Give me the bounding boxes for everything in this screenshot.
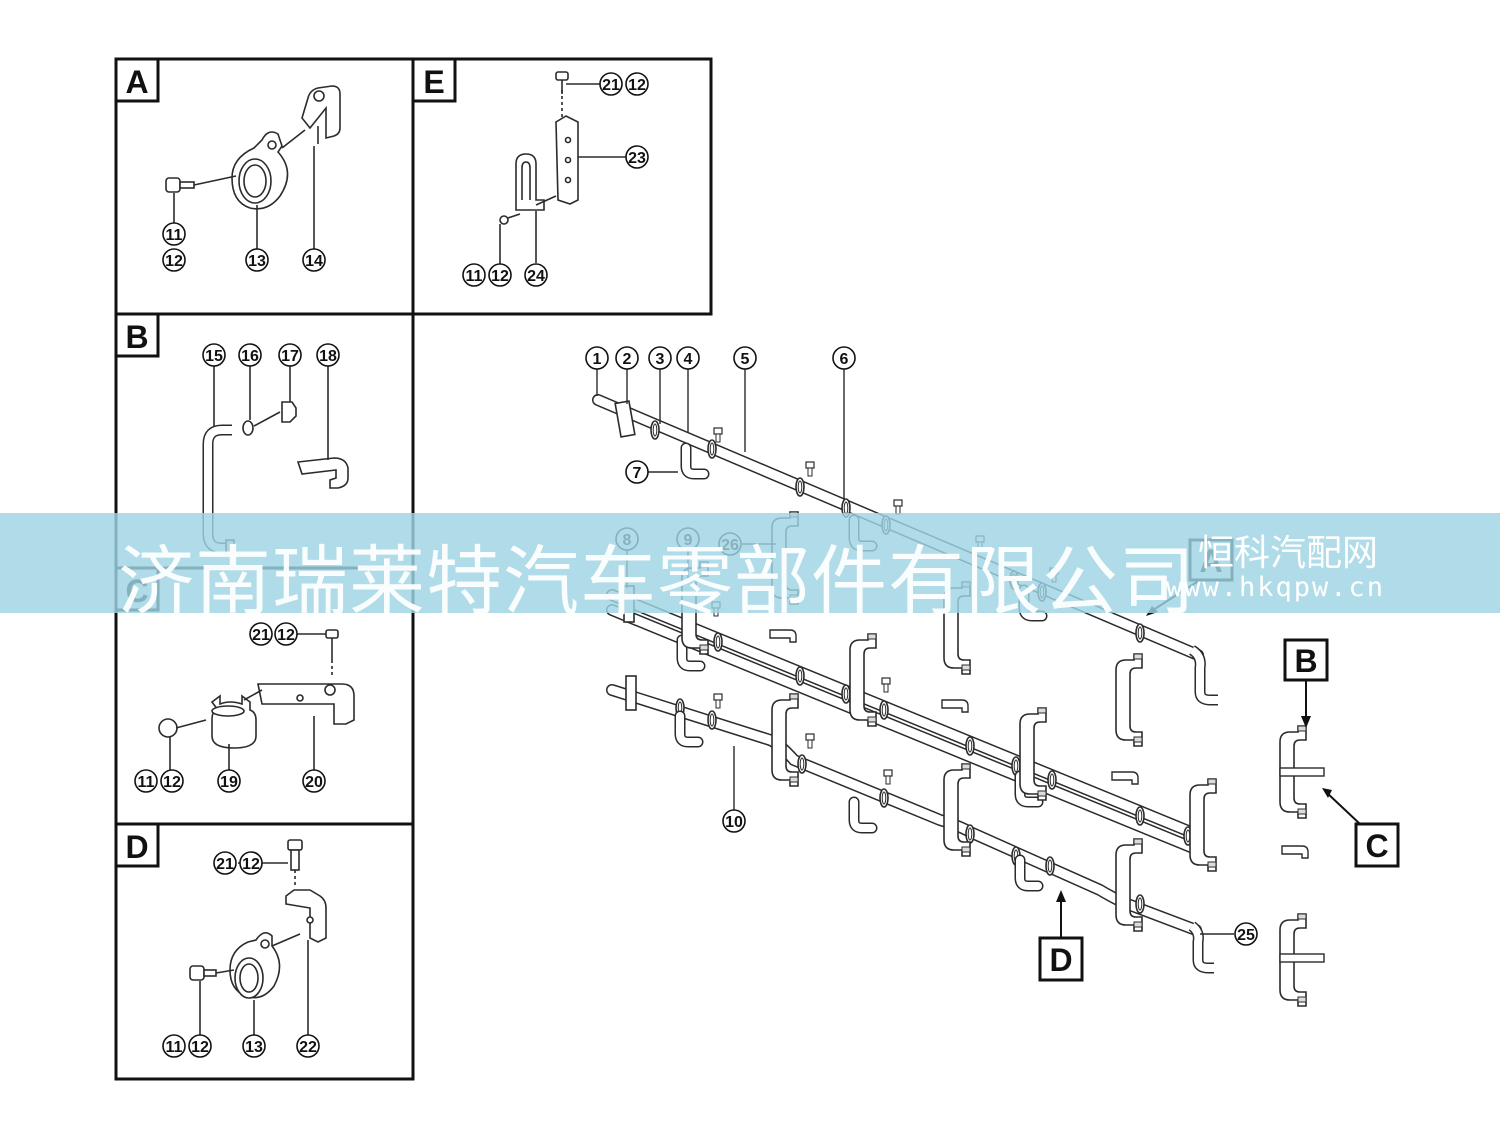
panel-letter: D bbox=[125, 829, 148, 865]
svg-text:13: 13 bbox=[245, 1039, 263, 1056]
svg-text:7: 7 bbox=[633, 465, 642, 482]
panel-label-d: D bbox=[114, 822, 160, 868]
callout: 21 bbox=[599, 72, 623, 96]
svg-text:21: 21 bbox=[252, 627, 270, 644]
svg-text:15: 15 bbox=[205, 348, 223, 365]
detail-flag-d: D bbox=[1038, 890, 1084, 982]
svg-text:16: 16 bbox=[241, 348, 259, 365]
svg-text:23: 23 bbox=[628, 150, 646, 167]
callout: 2 bbox=[615, 346, 639, 370]
callout: 12 bbox=[162, 248, 186, 272]
svg-text:3: 3 bbox=[656, 351, 665, 368]
callout: 10 bbox=[722, 809, 746, 833]
svg-text:24: 24 bbox=[527, 268, 545, 285]
callout: 12 bbox=[239, 851, 263, 875]
svg-text:12: 12 bbox=[191, 1039, 209, 1056]
detail-assembly-b-c bbox=[1279, 725, 1325, 819]
svg-text:C: C bbox=[1365, 828, 1388, 864]
callout: 21 bbox=[213, 851, 237, 875]
svg-text:12: 12 bbox=[165, 253, 183, 270]
panel-label-e: E bbox=[411, 57, 457, 103]
callout: 11 bbox=[462, 263, 486, 287]
callout: 22 bbox=[296, 1034, 320, 1058]
svg-text:12: 12 bbox=[163, 774, 181, 791]
svg-text:12: 12 bbox=[277, 627, 295, 644]
callout: 24 bbox=[524, 263, 548, 287]
svg-text:20: 20 bbox=[305, 774, 323, 791]
callout: 13 bbox=[245, 248, 269, 272]
callout: 13 bbox=[242, 1034, 266, 1058]
callout: 17 bbox=[278, 343, 302, 367]
panel-label-a: A bbox=[114, 57, 160, 103]
panel-e-parts bbox=[499, 71, 626, 265]
callout: 7 bbox=[625, 460, 649, 484]
svg-text:12: 12 bbox=[242, 856, 260, 873]
svg-text:11: 11 bbox=[166, 227, 183, 244]
svg-text:10: 10 bbox=[725, 814, 743, 831]
callout: 18 bbox=[316, 343, 340, 367]
svg-text:12: 12 bbox=[491, 268, 509, 285]
panel-letter: A bbox=[125, 64, 148, 100]
callout: 15 bbox=[202, 343, 226, 367]
svg-text:D: D bbox=[1049, 942, 1072, 978]
svg-text:18: 18 bbox=[319, 348, 337, 365]
callout: 25 bbox=[1234, 922, 1258, 946]
callout: 21 bbox=[249, 622, 273, 646]
panel-d-parts bbox=[189, 839, 327, 1036]
callout: 11 bbox=[162, 222, 186, 246]
svg-text:21: 21 bbox=[602, 77, 620, 94]
svg-text:B: B bbox=[1294, 643, 1317, 679]
panel-a-parts bbox=[165, 85, 341, 249]
detail-flag-c: C bbox=[1322, 788, 1400, 868]
svg-text:21: 21 bbox=[216, 856, 234, 873]
callout: 19 bbox=[217, 769, 241, 793]
watermark-url: www.hkqpw.cn bbox=[1166, 572, 1386, 603]
callout: 14 bbox=[302, 248, 326, 272]
callout: 4 bbox=[676, 346, 700, 370]
callout: 3 bbox=[648, 346, 672, 370]
fuel-rail-middle bbox=[606, 585, 1204, 856]
svg-text:17: 17 bbox=[281, 348, 299, 365]
detail-flag-b: B bbox=[1283, 638, 1329, 728]
detail-assembly-lower bbox=[1279, 913, 1325, 1007]
callout: 5 bbox=[733, 346, 757, 370]
callout: 23 bbox=[625, 145, 649, 169]
callout: 11 bbox=[162, 1034, 186, 1058]
svg-text:22: 22 bbox=[299, 1039, 317, 1056]
svg-text:14: 14 bbox=[305, 253, 323, 270]
callout: 12 bbox=[625, 72, 649, 96]
svg-text:19: 19 bbox=[220, 774, 238, 791]
svg-text:13: 13 bbox=[248, 253, 266, 270]
callout: 12 bbox=[188, 1034, 212, 1058]
panel-frames bbox=[114, 57, 713, 1081]
main-assembly bbox=[592, 369, 1325, 1007]
callout: 12 bbox=[488, 263, 512, 287]
callout: 1 bbox=[585, 346, 609, 370]
svg-text:2: 2 bbox=[623, 351, 632, 368]
svg-text:25: 25 bbox=[1237, 927, 1255, 944]
svg-text:11: 11 bbox=[166, 1039, 183, 1056]
callout: 12 bbox=[160, 769, 184, 793]
callout: 20 bbox=[302, 769, 326, 793]
callout: 11 bbox=[134, 769, 158, 793]
watermark-banner bbox=[0, 513, 1500, 613]
panel-letter: E bbox=[423, 64, 444, 100]
watermark-site-name: 恒科汽配网 bbox=[1198, 533, 1379, 574]
panel-c-parts bbox=[158, 629, 355, 770]
callout: 12 bbox=[274, 622, 298, 646]
panel-label-b: B bbox=[114, 312, 160, 358]
svg-text:4: 4 bbox=[684, 351, 693, 368]
svg-text:11: 11 bbox=[138, 774, 155, 791]
svg-text:6: 6 bbox=[840, 351, 849, 368]
callout: 16 bbox=[238, 343, 262, 367]
callout: 6 bbox=[832, 346, 856, 370]
svg-text:11: 11 bbox=[466, 268, 483, 285]
svg-text:12: 12 bbox=[628, 77, 646, 94]
svg-text:1: 1 bbox=[593, 351, 602, 368]
svg-text:5: 5 bbox=[741, 351, 750, 368]
panel-letter: B bbox=[125, 319, 148, 355]
watermark-company-name: 济南瑞莱特汽车零部件有限公司 bbox=[118, 537, 1196, 626]
